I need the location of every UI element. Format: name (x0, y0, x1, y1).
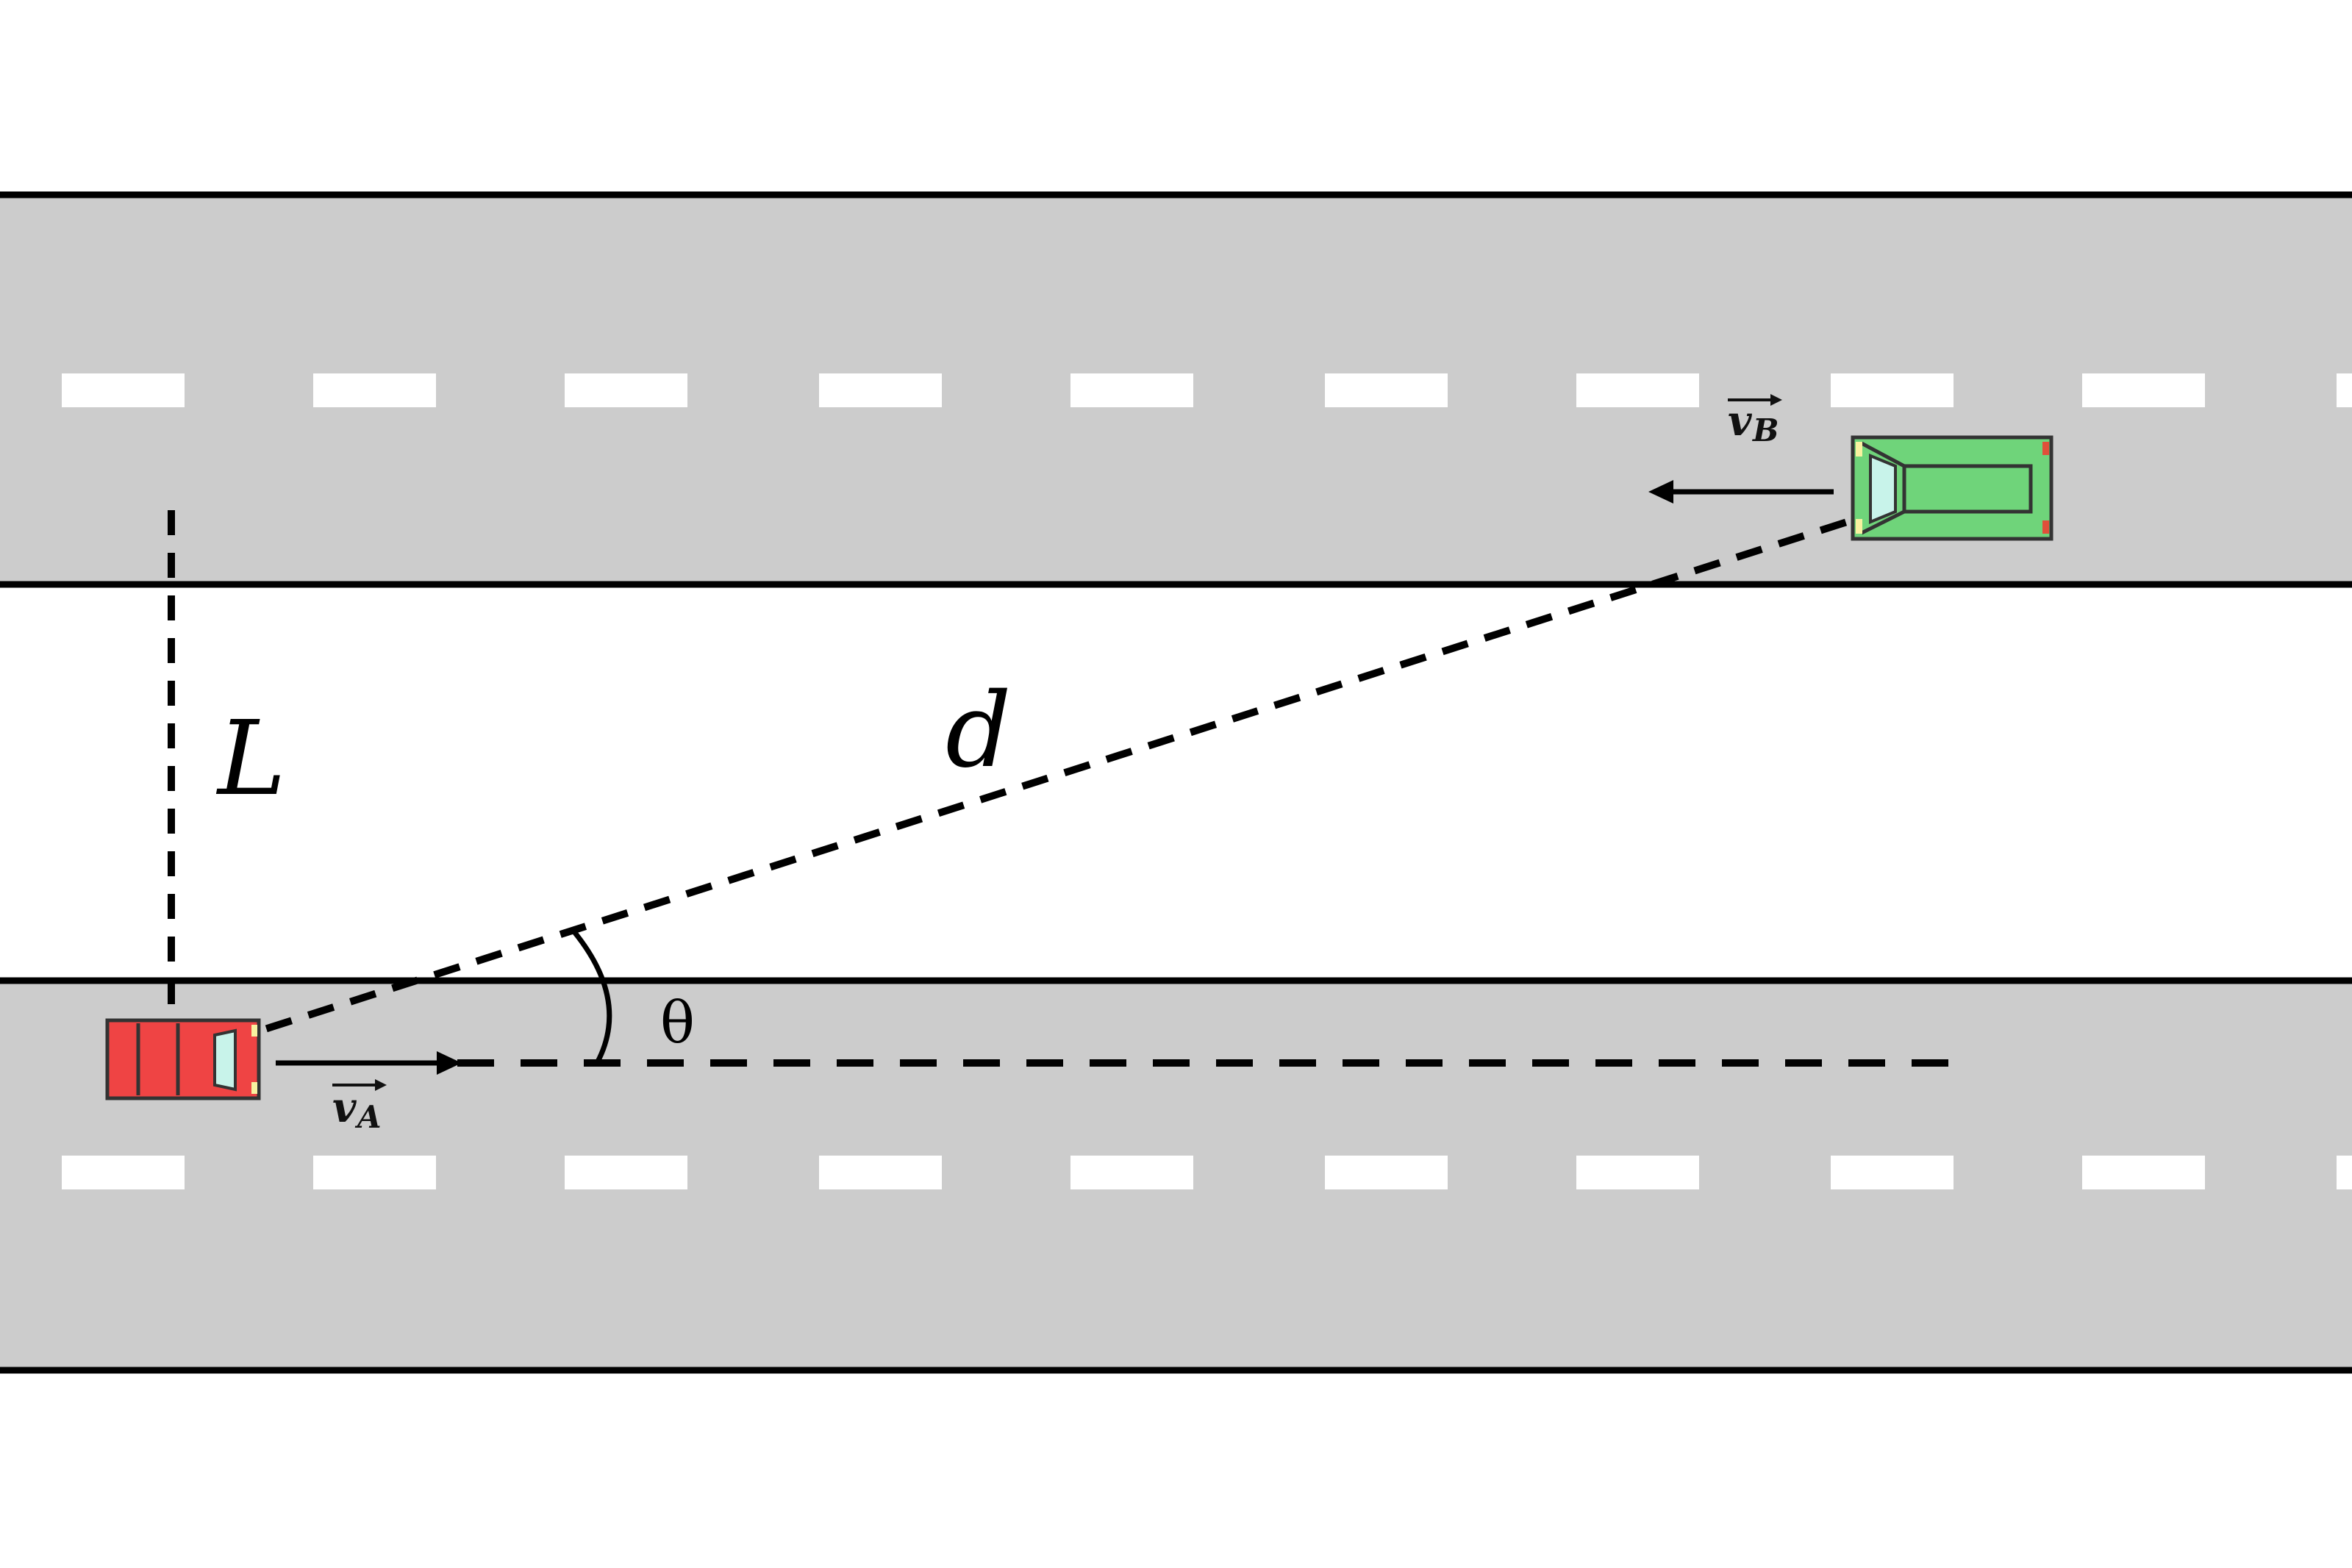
bottom-road-lane-markings (62, 1156, 2352, 1189)
label-velocity-a: v A (332, 1079, 387, 1135)
car-b-windshield (1869, 454, 1897, 524)
red-car-icon (105, 1018, 261, 1100)
label-d: d (946, 671, 1012, 791)
svg-text:A: A (354, 1099, 382, 1135)
green-car-icon (1851, 435, 2053, 541)
car-a-windshield (213, 1028, 237, 1092)
svg-text:v: v (1728, 397, 1753, 445)
velocity-arrow-a (276, 1051, 462, 1075)
bottom-road (0, 977, 2352, 1374)
svg-text:B: B (1752, 412, 1779, 448)
velocity-arrow-b (1648, 480, 1834, 504)
label-L: L (215, 699, 286, 819)
theta-arc (570, 927, 612, 1064)
svg-text:v: v (332, 1084, 357, 1132)
top-road-lane-markings (62, 373, 2352, 407)
label-theta: θ (660, 990, 695, 1056)
top-road (0, 191, 2352, 588)
label-velocity-b: v B (1728, 394, 1782, 448)
